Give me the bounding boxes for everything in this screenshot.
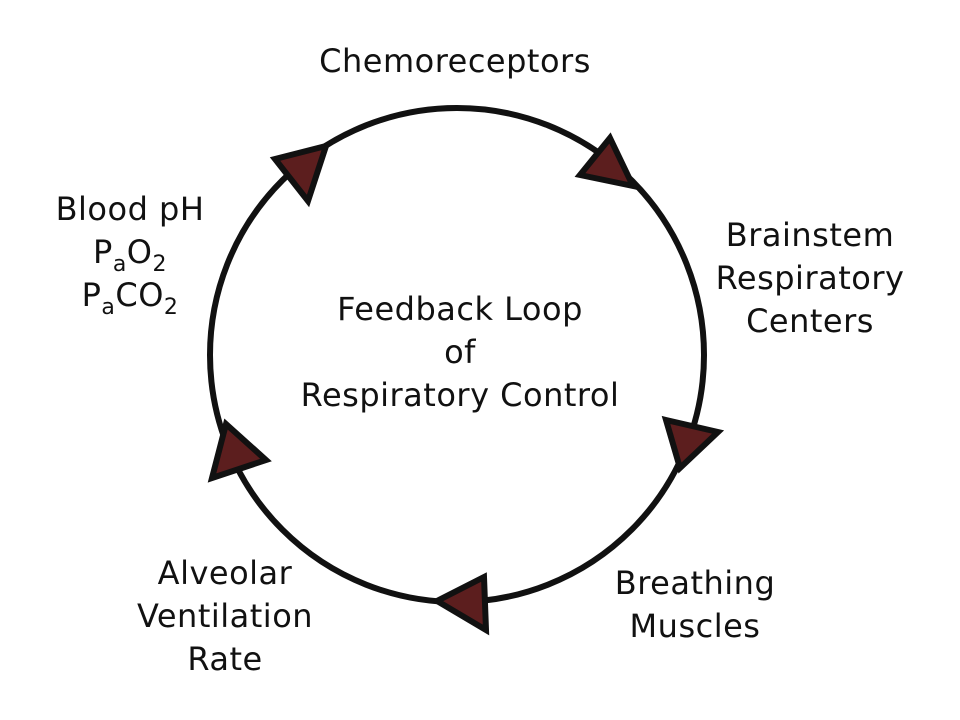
node-brainstem-line-3: Centers [746, 302, 874, 340]
node-brainstem-respiratory-centers: Brainstem Respiratory Centers [700, 214, 920, 343]
node-alveolar-line-3: Rate [187, 640, 263, 678]
node-brainstem-line-1: Brainstem [725, 216, 895, 254]
center-title-line-2: of [444, 333, 476, 371]
node-alveolar-ventilation-rate: Alveolar Ventilation Rate [120, 552, 330, 681]
pao2-p: P [93, 233, 113, 271]
arrow-to-alveolar-icon [430, 572, 490, 636]
node-brainstem-line-2: Respiratory [715, 259, 905, 297]
arrow-to-chemoreceptors-icon [269, 141, 331, 208]
arrow-to-blood-icon [207, 418, 272, 483]
node-chemoreceptors: Chemoreceptors [300, 40, 610, 83]
paco2-sub-2: 2 [163, 295, 179, 320]
paco2-co: CO [115, 276, 164, 314]
node-blood-gases: Blood pH PaO2 PaCO2 [30, 188, 230, 320]
paco2-p: P [81, 276, 102, 314]
node-breathing-muscles: Breathing Muscles [590, 562, 800, 648]
arrow-to-breathing-muscles-icon [661, 415, 725, 474]
arrow-to-brainstem-icon [574, 132, 639, 191]
pao2-sub-2: 2 [152, 252, 167, 277]
node-blood-pao2: PaO2 [30, 231, 230, 277]
node-alveolar-line-1: Alveolar [157, 554, 293, 592]
pao2-sub-a: a [112, 252, 127, 277]
node-blood-paco2: PaCO2 [30, 274, 230, 320]
paco2-sub-a: a [101, 295, 116, 320]
diagram-center-title: Feedback Loop of Respiratory Control [260, 288, 660, 417]
center-title-line-3: Respiratory Control [300, 376, 620, 414]
node-alveolar-line-2: Ventilation [136, 597, 314, 635]
node-breathing-line-2: Muscles [629, 607, 761, 645]
pao2-o: O [126, 233, 153, 271]
node-breathing-line-1: Breathing [614, 564, 776, 602]
center-title-line-1: Feedback Loop [337, 290, 583, 328]
node-chemoreceptors-label: Chemoreceptors [319, 42, 591, 80]
node-blood-ph: Blood pH [55, 190, 205, 228]
